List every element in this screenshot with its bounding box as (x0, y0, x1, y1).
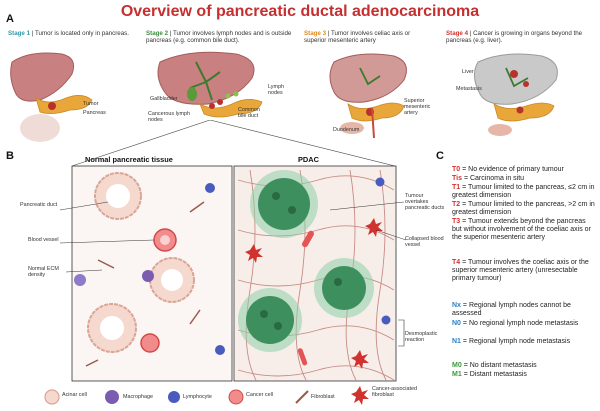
macrophage-icon (142, 270, 154, 282)
collapsed-blood-vessel-icon (297, 348, 308, 366)
fibroblast-icon (97, 259, 115, 269)
zoom-line-left (71, 120, 211, 167)
stage-1-description: Stage 1 | Tumor is located only in pancr… (8, 30, 129, 37)
label-blood-vessel: Blood vessel (28, 237, 59, 243)
label-tumor: Tumor (83, 101, 99, 107)
caf-icon (351, 386, 369, 405)
t2-entry: T2 = Tumour limited to the pancreas, >2 … (452, 201, 595, 217)
lymphocyte-icon (205, 183, 215, 193)
collapsed-blood-vessel-icon (302, 230, 314, 248)
label-cancerous-lymph-nodes: Cancerous lymph nodes (148, 111, 190, 124)
stage-1-organs-icon (10, 52, 93, 142)
normal-tissue-title: Normal pancreatic tissue (85, 155, 173, 164)
lymphocyte-icon (375, 177, 385, 187)
figure-title: Overview of pancreatic ductal adenocarci… (120, 3, 480, 20)
stage-4-organs-icon (474, 53, 558, 136)
label-duodenum: Duodenum (333, 127, 360, 133)
t3-entry: T3 = Tumour extends beyond the pancreas … (452, 218, 591, 242)
panel-b-letter: B (6, 150, 14, 162)
tis-entry: Tis = Carcinoma in situ (452, 175, 525, 182)
macrophage-icon (105, 390, 119, 404)
stage-3-description: Stage 3 | Tumor involves celiac axis or … (304, 30, 411, 45)
t4-entry: T4 = Tumour involves the coeliac axis or… (452, 259, 589, 283)
stage-4-text: Cancer is growing in organs beyond the p… (446, 30, 583, 45)
stage-3-label: Stage 3 (304, 30, 327, 37)
label-lymph-nodes: Lymph nodes (268, 84, 284, 97)
label-desmoplastic: Desmoplastic reaction (405, 331, 438, 344)
acinar-cell-icon (44, 389, 60, 405)
nx-entry: Nx = Regional lymph nodes cannot be asse… (452, 302, 571, 318)
pdac-tissue-panel (233, 165, 407, 382)
stage-1-label: Stage 1 (8, 30, 31, 37)
stage-2-text: Tumor involves lymph nodes and is outsid… (146, 30, 292, 45)
normal-tissue-panel (59, 165, 233, 382)
label-collapsed-vessel: Collapsed blood vessel (405, 236, 444, 249)
tumour-mass-icon (314, 258, 374, 318)
tumour-mass-icon (250, 170, 318, 238)
legend-acinar-cell: Acinar cell (62, 392, 87, 398)
lymphocyte-icon (381, 315, 391, 325)
cell-legend-icons (44, 386, 369, 405)
zoom-line-right (209, 120, 396, 167)
n0-entry: N0 = No regional lymph node metastasis (452, 320, 579, 327)
t0-entry: T0 = No evidence of primary tumour (452, 166, 564, 173)
stage-2-label: Stage 2 (146, 30, 169, 37)
pancreatic-duct-icon (87, 303, 137, 353)
tumour-mass-icon (238, 288, 302, 352)
legend-caf: Cancer-associated fibroblast (372, 386, 417, 399)
caf-icon (365, 218, 383, 237)
legend-lymphocyte: Lymphocyte (183, 394, 212, 400)
caf-icon (351, 350, 369, 369)
label-common-bile-duct: Common bile duct (238, 107, 260, 120)
m1-entry: M1 = Distant metastasis (452, 371, 527, 378)
label-superior-mesenteric-artery: Superior mesenteric artery (404, 98, 431, 117)
pancreatic-duct-icon (149, 257, 195, 303)
stage-1-text: Tumor is located only in pancreas. (34, 30, 129, 37)
legend-cancer-cell: Cancer cell (246, 392, 273, 398)
fibroblast-icon (85, 359, 99, 367)
blood-vessel-icon (153, 228, 177, 252)
pancreatic-duct-icon (94, 172, 142, 220)
tissue-comparison-illustration (44, 120, 407, 405)
stage-4-label: Stage 4 (446, 30, 469, 37)
stage-2-description: Stage 2 | Tumor involves lymph nodes and… (146, 30, 292, 45)
label-gallbladder: Gallbladder (150, 96, 178, 102)
stage-4-description: Stage 4 | Cancer is growing in organs be… (446, 30, 583, 45)
label-tumour-overtakes: Tumour overtakes pancreatic ducts (405, 193, 445, 212)
legend-macrophage: Macrophage (123, 394, 153, 400)
stage-3-text: Tumor involves celiac axis or superior m… (304, 30, 411, 45)
panel-a-letter: A (6, 13, 14, 25)
m0-entry: M0 = No distant metastasis (452, 362, 537, 369)
macrophage-icon (74, 274, 86, 286)
lymphocyte-icon (215, 345, 225, 355)
fibroblast-icon (189, 309, 201, 325)
fibroblast-icon (189, 201, 205, 213)
legend-fibroblast: Fibroblast (311, 394, 335, 400)
stage-illustrations (10, 51, 558, 142)
n1-entry: N1 = Regional lymph node metastasis (452, 338, 571, 345)
lymphocyte-icon (168, 391, 180, 403)
stage-3-organs-icon (329, 53, 407, 139)
blood-vessel-icon (140, 333, 160, 353)
label-liver: Liver (462, 69, 474, 75)
panel-c-letter: C (436, 150, 444, 162)
caf-icon (245, 244, 263, 263)
cancer-cell-icon (228, 389, 244, 405)
pdac-title: PDAC (298, 155, 319, 164)
label-pancreas: Pancreas (83, 110, 106, 116)
label-normal-ecm: Normal ECM density (28, 266, 59, 279)
label-metastasis: Metastasis (456, 86, 482, 92)
label-pancreatic-duct: Pancreatic duct (20, 202, 58, 208)
t1-entry: T1 = Tumour limited to the pancreas, ≤2 … (452, 184, 595, 200)
stage-2-organs-icon (157, 51, 263, 118)
fibroblast-icon (295, 390, 309, 404)
